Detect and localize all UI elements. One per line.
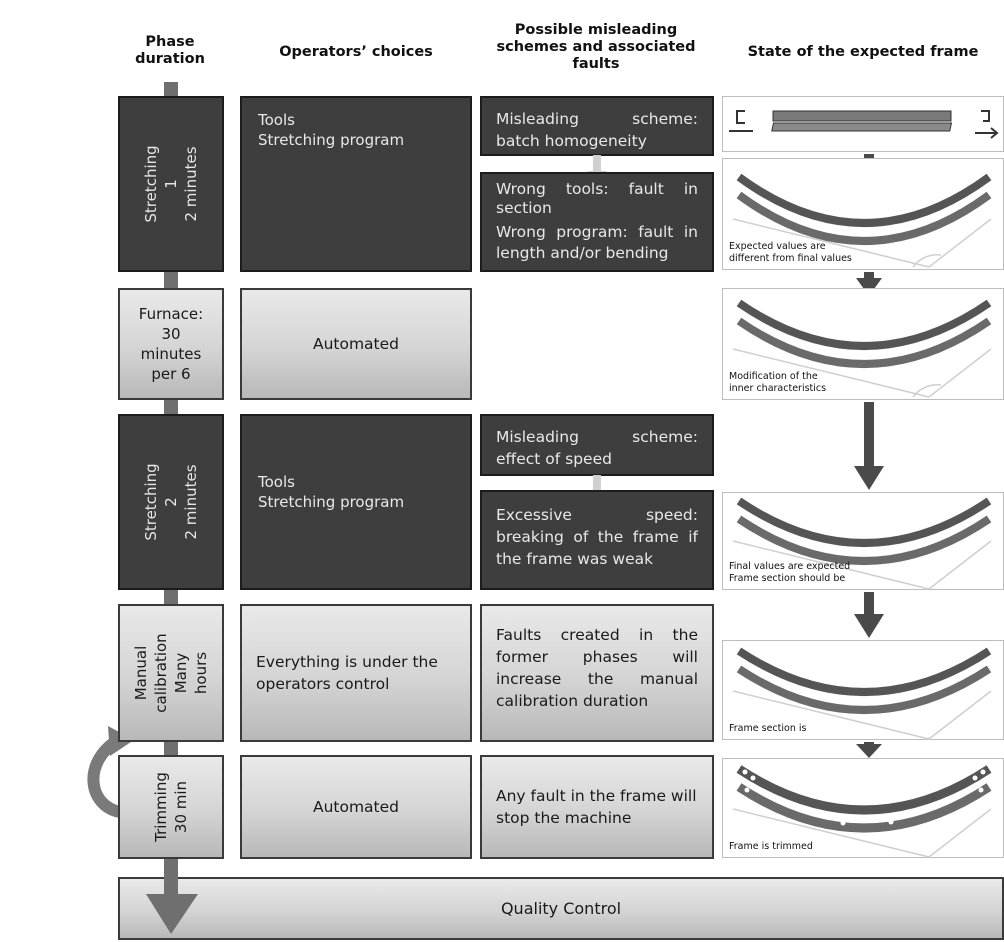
phase-label: Stretching 1 2 minutes <box>142 145 200 223</box>
header-phase-duration: Phase duration <box>135 34 205 67</box>
scheme-stretching-2: Misleading scheme: effect of speed <box>480 414 714 476</box>
bent-frame-illustration <box>732 497 992 590</box>
phase-furnace: Furnace: 30 minutes per 6 <box>118 288 224 400</box>
frame-state-calibration: Frame section is <box>722 640 1004 740</box>
frame-caption: Modification of the inner characteristic… <box>729 371 827 394</box>
scheme-trimming: Any fault in the frame will stop the mac… <box>480 755 714 859</box>
phase-manual-calibration: Manual calibration Many hours <box>118 604 224 742</box>
bent-frame-illustration <box>732 299 992 398</box>
flat-frame-illustration <box>729 110 999 139</box>
choice-furnace: Automated <box>240 288 472 400</box>
choice-manual-calibration: Everything is under the operators contro… <box>240 604 472 742</box>
phase-label: Manual calibration Many hours <box>132 633 210 713</box>
choice-trimming: Automated <box>240 755 472 859</box>
scheme-manual-calibration: Faults created in the former phases will… <box>480 604 714 742</box>
header-expected-frame: State of the expected frame <box>747 44 979 60</box>
fault-stretching-2: Excessive speed: breaking of the frame i… <box>480 490 714 590</box>
fault-stretching-1: Wrong tools: fault in section Wrong prog… <box>480 172 714 272</box>
phase-label: Trimming 30 min <box>152 772 190 842</box>
bent-frame-illustration <box>732 173 992 268</box>
trimmed-frame-illustration <box>732 765 992 858</box>
phase-trimming: Trimming 30 min <box>118 755 224 859</box>
phase-label: Stretching 2 2 minutes <box>142 463 200 541</box>
frame-state-trimming: Frame is trimmed <box>722 758 1004 858</box>
frame-caption: Frame section is <box>729 723 807 734</box>
loop-back-arrow <box>87 734 122 818</box>
frame-caption: Frame is trimmed <box>729 841 813 852</box>
frame-state-furnace: Modification of the inner characteristic… <box>722 288 1004 400</box>
phase-stretching-2: Stretching 2 2 minutes <box>118 414 224 590</box>
frame-caption: Expected values are different from final… <box>729 241 852 264</box>
choice-stretching-1: Tools Stretching program <box>240 96 472 272</box>
quality-control-bar: Quality Control <box>118 877 1004 940</box>
frame-caption: Final values are expected Frame section … <box>729 561 851 584</box>
phase-stretching-1: Stretching 1 2 minutes <box>118 96 224 272</box>
fault-wrong-tools: Wrong tools: fault in section <box>496 180 698 217</box>
scheme-stretching-1: Misleading scheme: batch homogeneity <box>480 96 714 156</box>
header-operators-choices: Operators’ choices <box>279 44 433 60</box>
bent-frame-illustration <box>732 647 992 740</box>
choice-stretching-2: Tools Stretching program <box>240 414 472 590</box>
frame-state-initial <box>722 96 1004 152</box>
frame-state-stretching-2: Final values are expected Frame section … <box>722 492 1004 590</box>
header-misleading-schemes: Possible misleading schemes and associat… <box>496 22 696 72</box>
fault-wrong-program: Wrong program: fault in length and/or be… <box>496 223 698 262</box>
frame-state-stretching-1: Expected values are different from final… <box>722 158 1004 270</box>
